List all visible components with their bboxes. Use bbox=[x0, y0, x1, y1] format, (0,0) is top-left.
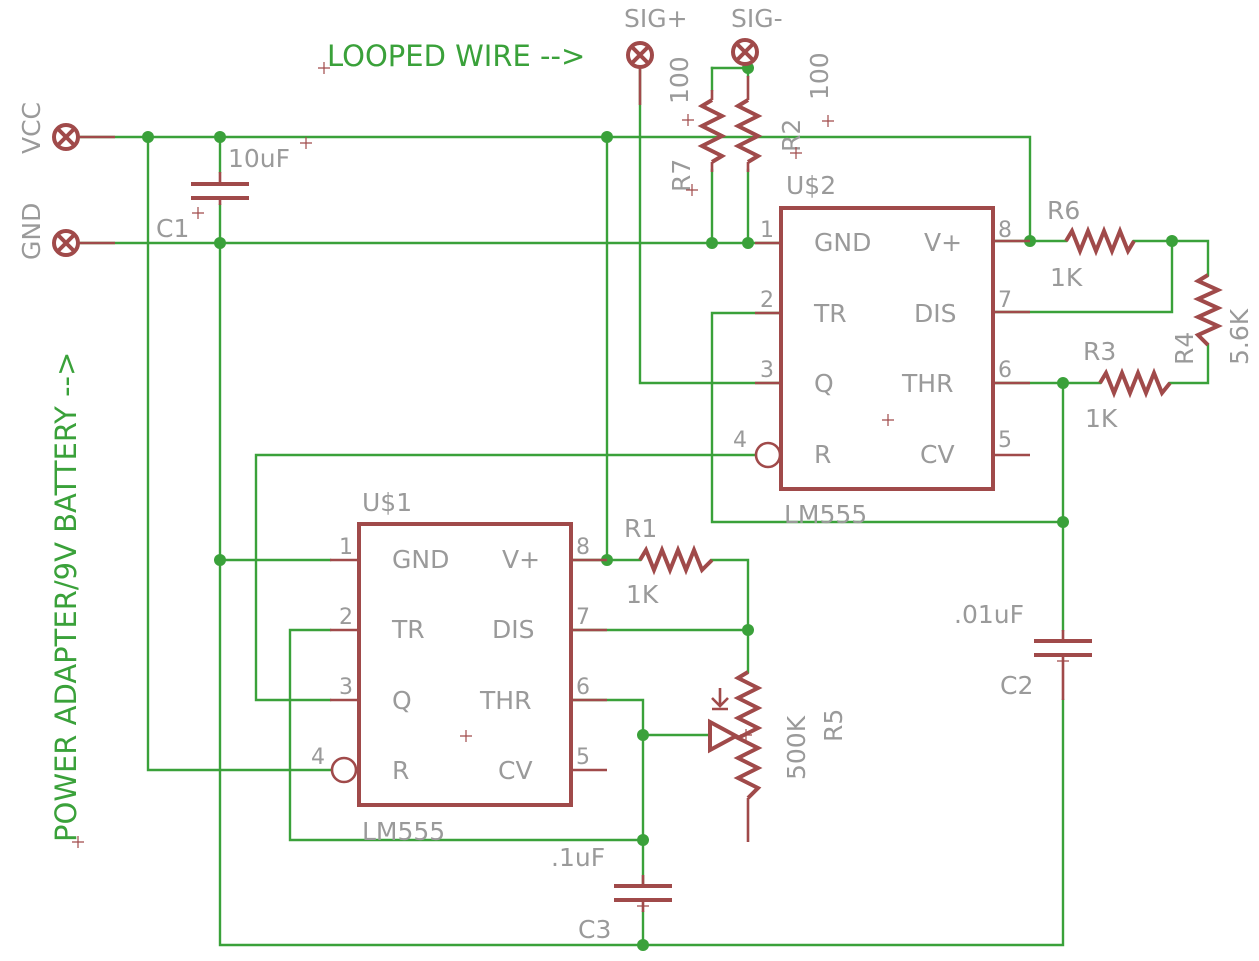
u2-pin-label-cv: CV bbox=[920, 440, 955, 469]
u1-pin-label-dis: DIS bbox=[492, 615, 535, 644]
ic-u2[interactable]: U$2 LM555 1 2 3 4 8 7 6 5 GND TR Q R V+ … bbox=[733, 171, 1030, 529]
resistor-r7[interactable]: R7 100 bbox=[665, 56, 727, 192]
gnd-label: GND bbox=[17, 203, 46, 260]
u1-pin-num-3: 3 bbox=[339, 675, 353, 700]
sig-minus-connector[interactable]: SIG- bbox=[731, 4, 783, 66]
junction-gnd-r7 bbox=[706, 237, 718, 249]
u1-pin-label-gnd: GND bbox=[392, 545, 449, 574]
junction-vcc-c1 bbox=[142, 131, 154, 143]
c3-name: C3 bbox=[578, 915, 611, 944]
r1-name: R1 bbox=[624, 514, 657, 543]
junction-u1-thr bbox=[637, 729, 649, 741]
sig-minus-label: SIG- bbox=[731, 4, 783, 33]
junction-u2-thr bbox=[1057, 377, 1069, 389]
u1-name: U$1 bbox=[362, 488, 412, 517]
capacitor-c2[interactable]: .01uF C2 bbox=[954, 600, 1092, 700]
r6-value: 1K bbox=[1050, 263, 1083, 292]
u1-pin-label-tr: TR bbox=[391, 615, 425, 644]
r4-value: 5.6K bbox=[1225, 308, 1254, 365]
potentiometer-r5[interactable]: R5 500K bbox=[708, 670, 848, 842]
junction-c3-gnd bbox=[637, 939, 649, 951]
u2-pin-label-q: Q bbox=[814, 369, 834, 398]
vcc-label: VCC bbox=[17, 102, 46, 154]
u1-pin-num-1: 1 bbox=[339, 535, 353, 560]
c2-value: .01uF bbox=[954, 600, 1024, 629]
resistor-r1[interactable]: R1 1K bbox=[624, 514, 714, 609]
r2-value: 100 bbox=[805, 52, 834, 100]
junction-u1-dis bbox=[742, 624, 754, 636]
u2-pin-num-7: 7 bbox=[998, 288, 1012, 313]
r5-value: 500K bbox=[782, 715, 811, 780]
junction-gnd-c1 bbox=[214, 237, 226, 249]
junction-r6-r4 bbox=[1166, 235, 1178, 247]
u1-pin-num-7: 7 bbox=[576, 605, 590, 630]
u1-value: LM555 bbox=[362, 817, 445, 846]
junction-u2-tr bbox=[1057, 516, 1069, 528]
u2-value: LM555 bbox=[784, 500, 867, 529]
u1-pin-num-6: 6 bbox=[576, 675, 590, 700]
r7-name: R7 bbox=[667, 159, 696, 192]
u1-pin-num-8: 8 bbox=[576, 535, 590, 560]
sig-plus-label: SIG+ bbox=[624, 4, 688, 33]
capacitor-c1[interactable]: C1 10uF bbox=[156, 144, 290, 243]
r5-name: R5 bbox=[819, 709, 848, 742]
c1-value: 10uF bbox=[228, 144, 290, 173]
u1-pin-label-cv: CV bbox=[498, 756, 533, 785]
r3-value: 1K bbox=[1085, 404, 1118, 433]
ic-u1[interactable]: U$1 LM555 1 2 3 4 8 7 6 5 GND TR Q R V+ … bbox=[311, 488, 607, 846]
u1-pin-num-4: 4 bbox=[311, 745, 325, 770]
u1-pin-num-2: 2 bbox=[339, 605, 353, 630]
junction-dots bbox=[142, 62, 1178, 951]
loop-note: LOOPED WIRE --> bbox=[327, 39, 585, 73]
power-note: POWER ADAPTER/9V BATTERY --> bbox=[49, 352, 83, 842]
u2-pin-label-vplus: V+ bbox=[924, 228, 962, 257]
r4-name: R4 bbox=[1170, 332, 1199, 365]
c2-name: C2 bbox=[1000, 671, 1033, 700]
u1-pin-label-vplus: V+ bbox=[502, 545, 540, 574]
u1-pin-label-q: Q bbox=[392, 686, 412, 715]
r2-name: R2 bbox=[777, 119, 806, 152]
capacitor-c3[interactable]: .1uF C3 bbox=[551, 843, 672, 944]
resistor-r2[interactable]: R2 100 bbox=[733, 52, 834, 172]
gnd-connector[interactable]: GND bbox=[17, 203, 115, 260]
u1-pin-label-r: R bbox=[392, 756, 409, 785]
sig-plus-connector[interactable]: SIG+ bbox=[624, 4, 688, 105]
resistor-r4[interactable]: R4 5.6K bbox=[1170, 273, 1254, 365]
junction-vcc-u1 bbox=[601, 131, 613, 143]
u2-pin-num-5: 5 bbox=[998, 428, 1012, 453]
junction-c3-top bbox=[637, 834, 649, 846]
u2-pin-num-8: 8 bbox=[998, 218, 1012, 243]
vcc-connector[interactable]: VCC bbox=[17, 102, 115, 154]
resistor-r3[interactable]: R3 1K bbox=[1083, 337, 1172, 433]
u1-pin-label-thr: THR bbox=[479, 686, 531, 715]
junction-gnd-r2 bbox=[742, 237, 754, 249]
r6-name: R6 bbox=[1047, 196, 1080, 225]
u2-pin-label-gnd: GND bbox=[814, 228, 871, 257]
u2-name: U$2 bbox=[786, 171, 836, 200]
c3-value: .1uF bbox=[551, 843, 605, 872]
u2-pin-num-2: 2 bbox=[760, 288, 774, 313]
junction-vcc-c1b bbox=[214, 131, 226, 143]
u2-pin-num-1: 1 bbox=[760, 218, 774, 243]
u2-pin-label-r: R bbox=[814, 440, 831, 469]
u2-pin-num-6: 6 bbox=[998, 358, 1012, 383]
origin-markers bbox=[72, 62, 1069, 912]
u2-pin-num-4: 4 bbox=[733, 428, 747, 453]
u2-pin-label-thr: THR bbox=[901, 369, 953, 398]
r1-value: 1K bbox=[626, 580, 659, 609]
u1-pin-num-5: 5 bbox=[576, 745, 590, 770]
junction-gnd-u1 bbox=[214, 554, 226, 566]
net-wires bbox=[78, 66, 1210, 947]
c1-name: C1 bbox=[156, 214, 189, 243]
r3-name: R3 bbox=[1083, 337, 1116, 366]
r7-value: 100 bbox=[665, 56, 694, 104]
u2-pin-label-dis: DIS bbox=[914, 299, 957, 328]
u2-pin-num-3: 3 bbox=[760, 358, 774, 383]
resistor-r6[interactable]: R6 1K bbox=[1047, 196, 1136, 292]
u2-pin-label-tr: TR bbox=[813, 299, 847, 328]
